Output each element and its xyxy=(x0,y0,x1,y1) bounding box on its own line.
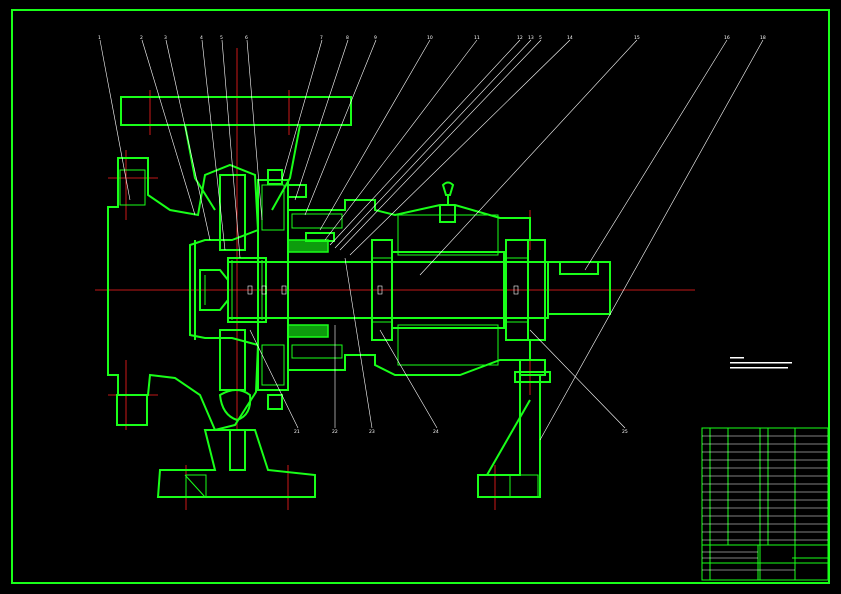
callout-label: 5 xyxy=(539,35,542,41)
callout-label: 25 xyxy=(622,429,628,435)
callouts-top: 1 2 3 4 5 6 7 8 9 10 11 12 13 5 14 15 16… xyxy=(98,35,766,41)
pump-casing xyxy=(107,157,260,432)
callout-label: 8 xyxy=(346,35,349,41)
callout-label: 5 xyxy=(220,35,223,41)
callout-label: 14 xyxy=(567,35,573,41)
callout-label: 22 xyxy=(332,429,338,435)
callout-label: 16 xyxy=(724,35,730,41)
technical-notes xyxy=(730,357,792,369)
casing-foot xyxy=(156,389,316,498)
callout-label: 21 xyxy=(294,429,300,435)
callout-label: 9 xyxy=(374,35,377,41)
seal-chamber xyxy=(257,169,335,410)
callout-label: 18 xyxy=(760,35,766,41)
leader-lines xyxy=(99,39,764,441)
callout-label: 11 xyxy=(474,35,480,41)
callout-label: 3 xyxy=(164,35,167,41)
callout-label: 10 xyxy=(427,35,433,41)
impeller xyxy=(219,174,267,391)
title-block xyxy=(701,427,829,581)
outlet-flange xyxy=(120,96,352,211)
callout-label: 6 xyxy=(245,35,248,41)
callouts-bottom: 21 22 23 24 25 xyxy=(294,429,628,435)
centerlines xyxy=(95,48,695,510)
callout-label: 23 xyxy=(369,429,375,435)
callout-label: 15 xyxy=(634,35,640,41)
bearing-housing xyxy=(287,181,551,383)
shaft xyxy=(227,251,611,329)
bracket-foot xyxy=(477,374,541,498)
callout-label: 2 xyxy=(140,35,143,41)
callout-label: 12 xyxy=(517,35,523,41)
outer-border xyxy=(11,9,830,584)
callout-label: 24 xyxy=(433,429,439,435)
callout-label: 13 xyxy=(528,35,534,41)
callout-label: 4 xyxy=(200,35,203,41)
callout-label: 1 xyxy=(98,35,101,41)
callout-label: 7 xyxy=(320,35,323,41)
